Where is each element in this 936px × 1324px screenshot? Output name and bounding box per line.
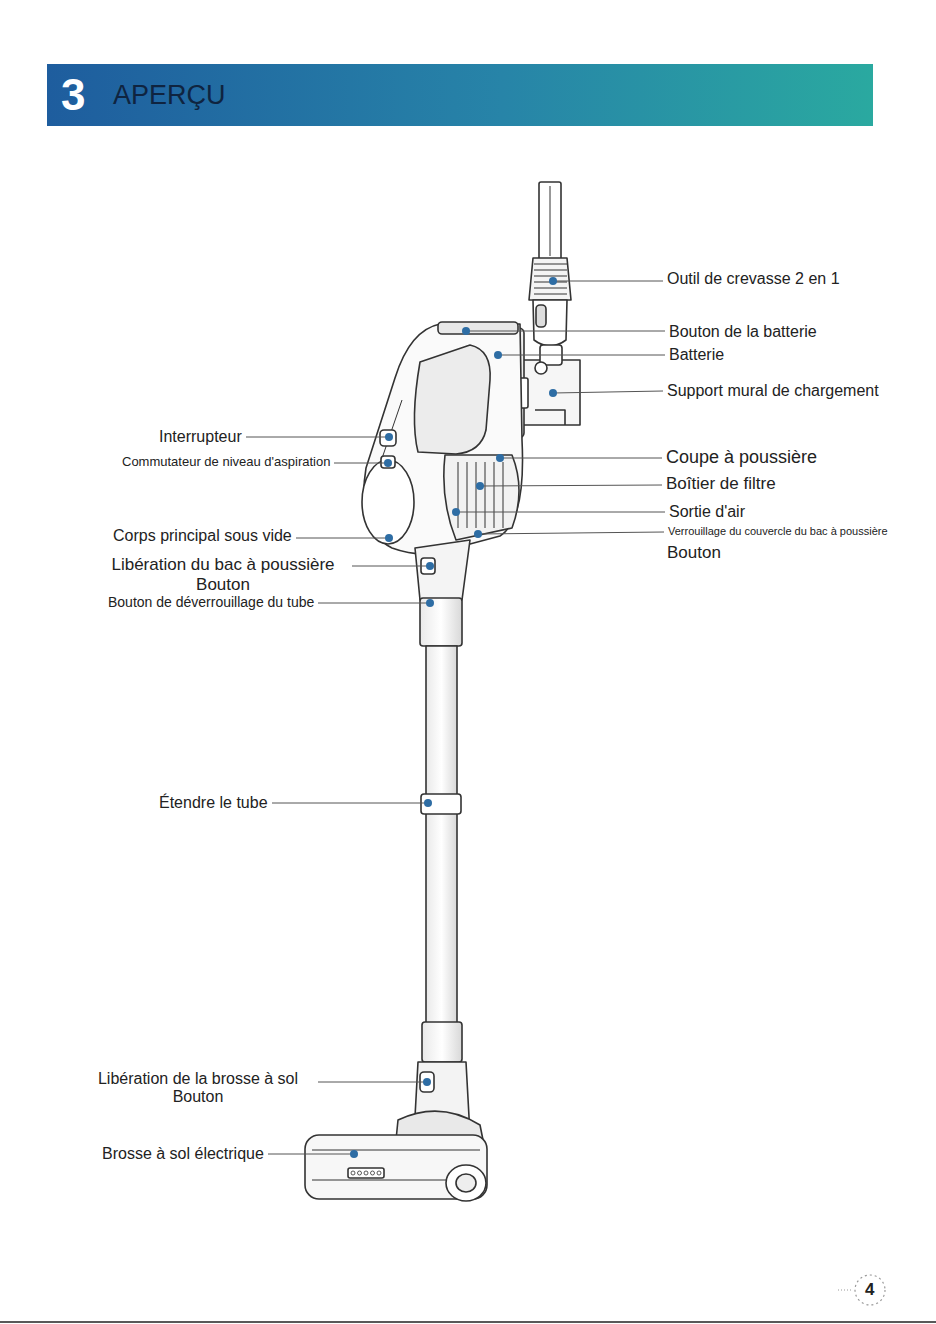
page-number-dots xyxy=(838,1290,853,1291)
callout-dots xyxy=(350,277,557,1158)
part-label: Boîtier de filtre xyxy=(666,474,776,494)
tube-coupler xyxy=(420,598,462,646)
power-switch xyxy=(380,430,396,446)
page-number-ring xyxy=(855,1275,885,1305)
level-switch xyxy=(381,456,395,468)
crevice-brush xyxy=(529,258,571,300)
section-banner: 3 APERÇU xyxy=(47,64,873,126)
part-label: Interrupteur xyxy=(159,428,242,446)
dust-cup xyxy=(444,455,519,540)
part-label: Libération du bac à poussière Bouton xyxy=(98,555,348,594)
part-label: Commutateur de niveau d'aspiration xyxy=(122,455,330,470)
tube-joint xyxy=(421,794,461,814)
leader-lines xyxy=(246,281,665,1154)
part-label: Étendre le tube xyxy=(159,794,268,812)
tube xyxy=(426,646,457,1026)
part-label: Corps principal sous vide xyxy=(113,527,292,545)
section-number: 3 xyxy=(61,70,85,120)
part-label: Bouton xyxy=(667,543,721,563)
part-label: Coupe à poussière xyxy=(666,447,817,468)
crevice-body xyxy=(533,300,567,346)
part-label: Sortie d'air xyxy=(669,503,745,521)
lower-coupler xyxy=(422,1022,462,1062)
part-label: Libération de la brosse à sol Bouton xyxy=(82,1070,314,1107)
part-label: Outil de crevasse 2 en 1 xyxy=(667,270,840,288)
neck xyxy=(415,540,470,600)
front-cap xyxy=(362,460,414,544)
part-label: Bouton de déverrouillage du tube xyxy=(108,594,314,610)
page-number: 4 xyxy=(865,1280,874,1300)
part-label: Verrouillage du couvercle du bac à pouss… xyxy=(668,525,888,538)
part-label: Bouton de la batterie xyxy=(669,323,817,341)
part-label: Brosse à sol électrique xyxy=(102,1145,264,1163)
crevice-tip xyxy=(539,182,561,260)
body-window xyxy=(414,345,490,454)
part-label: Support mural de chargement xyxy=(667,382,879,400)
section-title: APERÇU xyxy=(113,80,226,111)
vacuum-drawing xyxy=(305,182,580,1201)
part-label: Batterie xyxy=(669,346,724,364)
bottom-rule xyxy=(0,1321,936,1323)
